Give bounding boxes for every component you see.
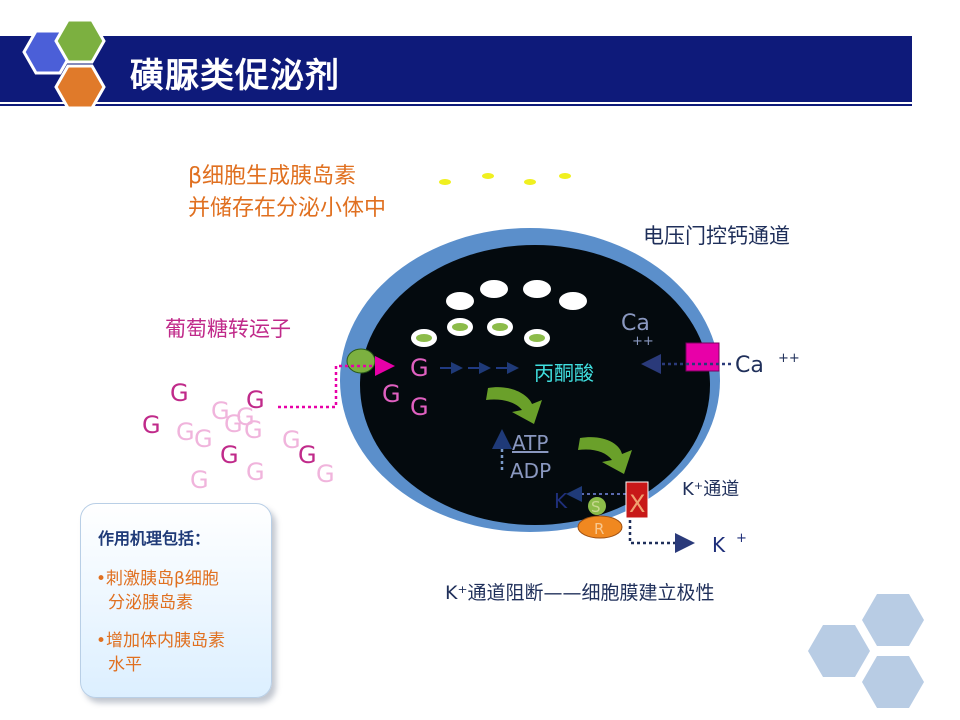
receptor [577,515,623,539]
yellow-granule [559,173,571,179]
glucose-inside: G [382,380,401,408]
mechanism-note-title: 作用机理包括： [98,529,211,548]
glucose-molecule: G [142,411,161,439]
adp-label: ADP [510,459,551,483]
mechanism-item-1-line-2: 分泌胰岛素 [108,593,193,613]
k-outside-charge: + [736,531,747,546]
hexagon-logo [22,18,106,110]
mechanism-item-2-line-1: •增加体内胰岛素 [96,631,226,651]
glucose-entry-arrow [278,356,395,409]
block-x-label: X [629,490,645,518]
k-channel-label: K⁺通道 [682,479,740,500]
k-efflux-arrow [628,520,695,553]
calcium-channel [685,342,720,372]
green-metabolism-arrow-1 [486,387,542,424]
k-block-caption: K⁺通道阻断——细胞膜建立极性 [445,582,715,604]
k-outside: K [712,533,726,557]
mechanism-item-1-line-1: •刺激胰岛β细胞 [96,569,219,589]
yellow-granule [439,179,451,185]
insulin-granule [524,329,550,347]
k-inside: K [554,489,568,513]
mechanism-note-box [80,503,272,698]
mechanism-item-2-line-2: 水平 [108,655,142,675]
decor-hexagon [862,656,924,708]
ca-outside: Ca [735,353,764,378]
glucose-molecule: G [298,441,317,469]
glucose-molecule-faded: G [246,458,265,486]
glucose-molecule-faded: G [211,397,230,425]
ca-inside-charge: ++ [632,334,654,349]
r-label: R [594,520,604,538]
beta-cell-line-1: β细胞生成胰岛素 [188,164,357,189]
hexagon-green [54,18,106,64]
calcium-channel-label: 电压门控钙通道 [643,224,790,248]
glucose-molecule-faded: G [176,418,195,446]
title-bar [0,36,912,102]
glucose-transporter [346,348,376,374]
glucose-inside: G [410,354,429,382]
beta-cell-line-2: 并储存在分泌小体中 [188,196,387,221]
insulin-granule [487,318,513,336]
glucose-molecule-faded: G [194,425,213,453]
glucose-molecule-faded: G [236,403,255,431]
ca-outside-charge: ++ [778,351,800,366]
title-underline [0,104,912,106]
glucose-molecule-faded: G [224,410,243,438]
glucose-molecule: G [170,379,189,407]
potassium-channel [625,481,649,519]
secretory-granule [446,292,474,310]
pyruvate-label: 丙酮酸 [534,361,594,385]
insulin-granule [411,329,437,347]
hexagon-orange [54,64,106,110]
secretory-granule [480,280,508,298]
glucose-molecule: G [246,386,265,414]
ca-inside: Ca [621,311,650,336]
glucose-molecule: G [220,441,239,469]
s-label: S [591,498,601,516]
glucose-molecule-faded: G [244,416,263,444]
insulin-granule [447,318,473,336]
decor-hexagon [862,594,924,646]
green-metabolism-arrow-2 [578,437,632,474]
page-title: 磺脲类促泌剂 [130,56,340,96]
secretory-granule [523,280,551,298]
glucose-inside: G [410,393,429,421]
glucose-molecule-faded: G [316,460,335,488]
glucose-transporter-label: 葡萄糖转运子 [165,317,291,341]
glucose-molecule-faded: G [282,426,301,454]
sulfonylurea-binding [588,497,606,515]
yellow-granule [482,173,494,179]
glucose-cluster: G G G G G G G G G G G G G G G [142,379,335,494]
yellow-granule [524,179,536,185]
secretory-granule [559,292,587,310]
atp-label: ATP [512,431,548,455]
glucose-molecule-faded: G [190,466,209,494]
decor-hexagon [808,625,870,677]
